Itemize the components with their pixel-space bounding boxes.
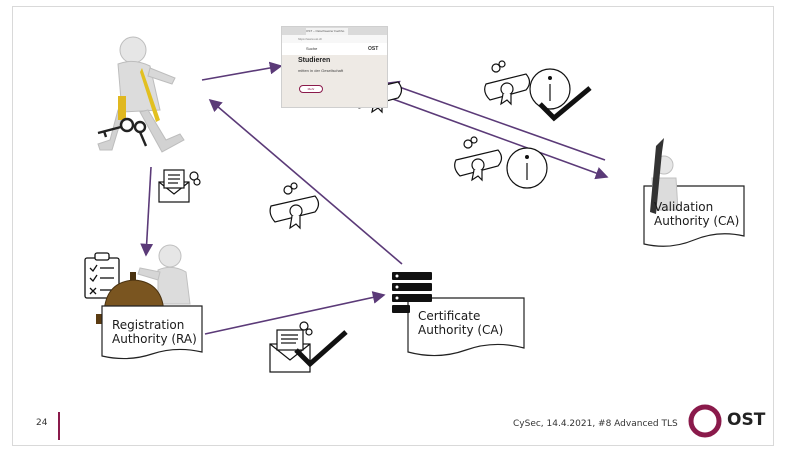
envelope-certificate-icon <box>269 321 313 373</box>
user-with-keys-icon <box>97 36 185 153</box>
site-headline: Studieren <box>298 57 331 64</box>
arrow-va-to-website <box>386 80 606 161</box>
checkmark-icon <box>294 330 348 368</box>
site-logo[interactable]: OST <box>368 46 379 52</box>
ra-label-line2: Authority (RA) <box>112 332 197 346</box>
browser-tab[interactable]: OST – Ostschweizer Fachho <box>306 28 348 35</box>
site-nav: Suche OST <box>282 43 387 55</box>
ca-label-line1: Certificate <box>418 309 481 323</box>
footer-accent-bar <box>58 412 60 440</box>
browser-url-bar[interactable]: https://www.ost.ch <box>282 35 387 43</box>
ra-label: Registration Authority (RA) <box>112 318 197 346</box>
site-more-button[interactable]: Mehr <box>299 85 323 93</box>
ost-logo-text: OST <box>727 410 766 430</box>
certificate-info-icon <box>484 60 571 110</box>
ca-document-shape <box>407 297 525 357</box>
certificate-info-icon <box>454 136 548 189</box>
ra-document-shape <box>101 305 203 360</box>
arrow-ca-to-user <box>208 98 403 265</box>
footer-text: CySec, 14.4.2021, #8 Advanced TLS <box>513 419 678 429</box>
envelope-certificate-icon <box>158 169 201 203</box>
arrow-user-to-website <box>201 61 283 81</box>
arrow-user-to-ra <box>140 166 154 257</box>
server-stack-icon <box>392 272 432 313</box>
checkmark-icon <box>538 86 592 122</box>
site-search-link[interactable]: Suche <box>306 46 318 51</box>
va-label-line1: Validation <box>654 200 714 214</box>
ca-label-line2: Authority (CA) <box>418 323 504 337</box>
page-number: 24 <box>36 418 48 428</box>
ca-label: Certificate Authority (CA) <box>418 309 503 337</box>
website-screenshot: OST – Ostschweizer Fachho https://www.os… <box>281 26 388 108</box>
pen-signing-icon <box>650 138 679 214</box>
ost-logo-icon <box>688 404 722 438</box>
arrow-website-to-va <box>389 97 609 180</box>
va-label: Validation Authority (CA) <box>654 200 739 228</box>
site-subline: mitten in der Gesellschaft <box>298 68 344 73</box>
va-label-line2: Authority (CA) <box>654 214 740 228</box>
slide-frame <box>12 6 774 446</box>
site-hero <box>282 55 387 107</box>
ra-label-line1: Registration <box>112 318 185 332</box>
arrow-ra-to-ca <box>204 291 386 335</box>
certificate-icon <box>269 182 320 230</box>
